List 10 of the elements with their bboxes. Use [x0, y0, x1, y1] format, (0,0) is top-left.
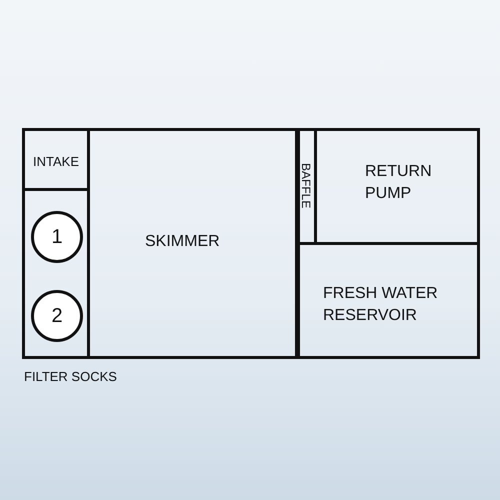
sock-circle: [31, 211, 83, 263]
number-label: 2: [50, 305, 64, 327]
compartment-caption: FILTER SOCKS: [24, 368, 117, 386]
number-label: 1: [50, 226, 64, 248]
compartment-label: RETURN PUMP: [365, 162, 433, 204]
compartment-label: SKIMMER: [145, 232, 221, 252]
compartment-label: BAFFLE: [299, 163, 313, 208]
compartment-label: INTAKE: [33, 153, 80, 171]
sock-circle: [31, 290, 83, 342]
compartment-label: FRESH WATER RESERVOIR: [323, 284, 439, 326]
